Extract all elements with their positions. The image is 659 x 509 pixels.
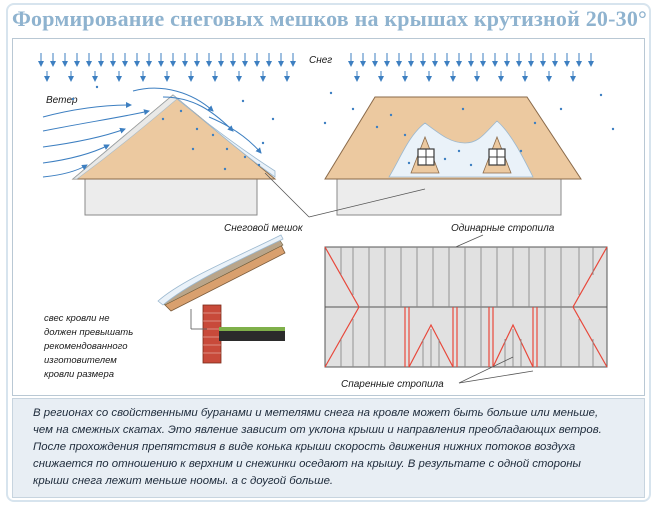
eave-note-line-4: изготовителем: [44, 355, 117, 366]
eave-detail: [157, 234, 286, 364]
gable-house: [71, 94, 277, 216]
brick-wall: [202, 304, 222, 364]
snow-thin-windward: [72, 94, 178, 180]
snowfall-arrows: [38, 53, 594, 67]
paired-rafters: [404, 307, 538, 368]
snowfall-arrows-row2: [44, 71, 576, 82]
wind-arrows: [42, 87, 262, 178]
house-wall-2: [336, 174, 562, 216]
roof-covering: [160, 238, 284, 306]
snowflakes-right: [323, 91, 615, 167]
caption-line-1: В регионах со свойственными буранами и м…: [33, 407, 599, 419]
eave-note-line-2: должен превышать: [44, 327, 133, 338]
caption-line-3: После прохождения препятствия в виде кон…: [33, 441, 576, 453]
eave-note-line-5: кровли размера: [44, 369, 114, 380]
eave-note-line-3: рекомендованного: [43, 341, 128, 352]
eave-note: свес кровли не должен превышать рекоменд…: [43, 313, 133, 380]
diagram-panel: Снег Ветер: [12, 38, 645, 396]
single-rafters-label: Одинарные стропила: [451, 223, 555, 234]
dormer-house: [324, 96, 582, 216]
snow-bag-label: Снеговой мешок: [224, 223, 304, 234]
rafter-plan: [324, 246, 608, 368]
rafter-beam: [162, 244, 286, 312]
caption-line-2: чем на смежных скатах. Это явление завис…: [33, 424, 602, 436]
snow-bag-leaders: [264, 172, 426, 218]
paired-rafters-leaders: [458, 356, 534, 384]
snowflakes-left: [71, 85, 275, 171]
paired-rafters-label: Спаренные стропила: [341, 379, 444, 390]
snow-label: Снег: [309, 55, 332, 66]
insulation-layer: [219, 327, 285, 331]
page-title: Формирование снеговых мешков на крышах к…: [11, 6, 648, 31]
caption-line-4: снижается по отношению к верхним и снежи…: [33, 458, 581, 470]
eave-note-line-1: свес кровли не: [44, 313, 110, 324]
eave-snow: [157, 234, 284, 306]
caption-line-5: крыши снега лежит меньше ноомы. а с доуг…: [33, 475, 334, 487]
diagram-canvas: Снег Ветер: [38, 53, 615, 390]
snow-bag-leeward: [172, 94, 276, 178]
caption-box: В регионах со свойственными буранами и м…: [12, 398, 645, 498]
wind-label: Ветер: [46, 95, 78, 106]
single-rafters: [340, 247, 594, 367]
floor-slab: [219, 331, 285, 341]
